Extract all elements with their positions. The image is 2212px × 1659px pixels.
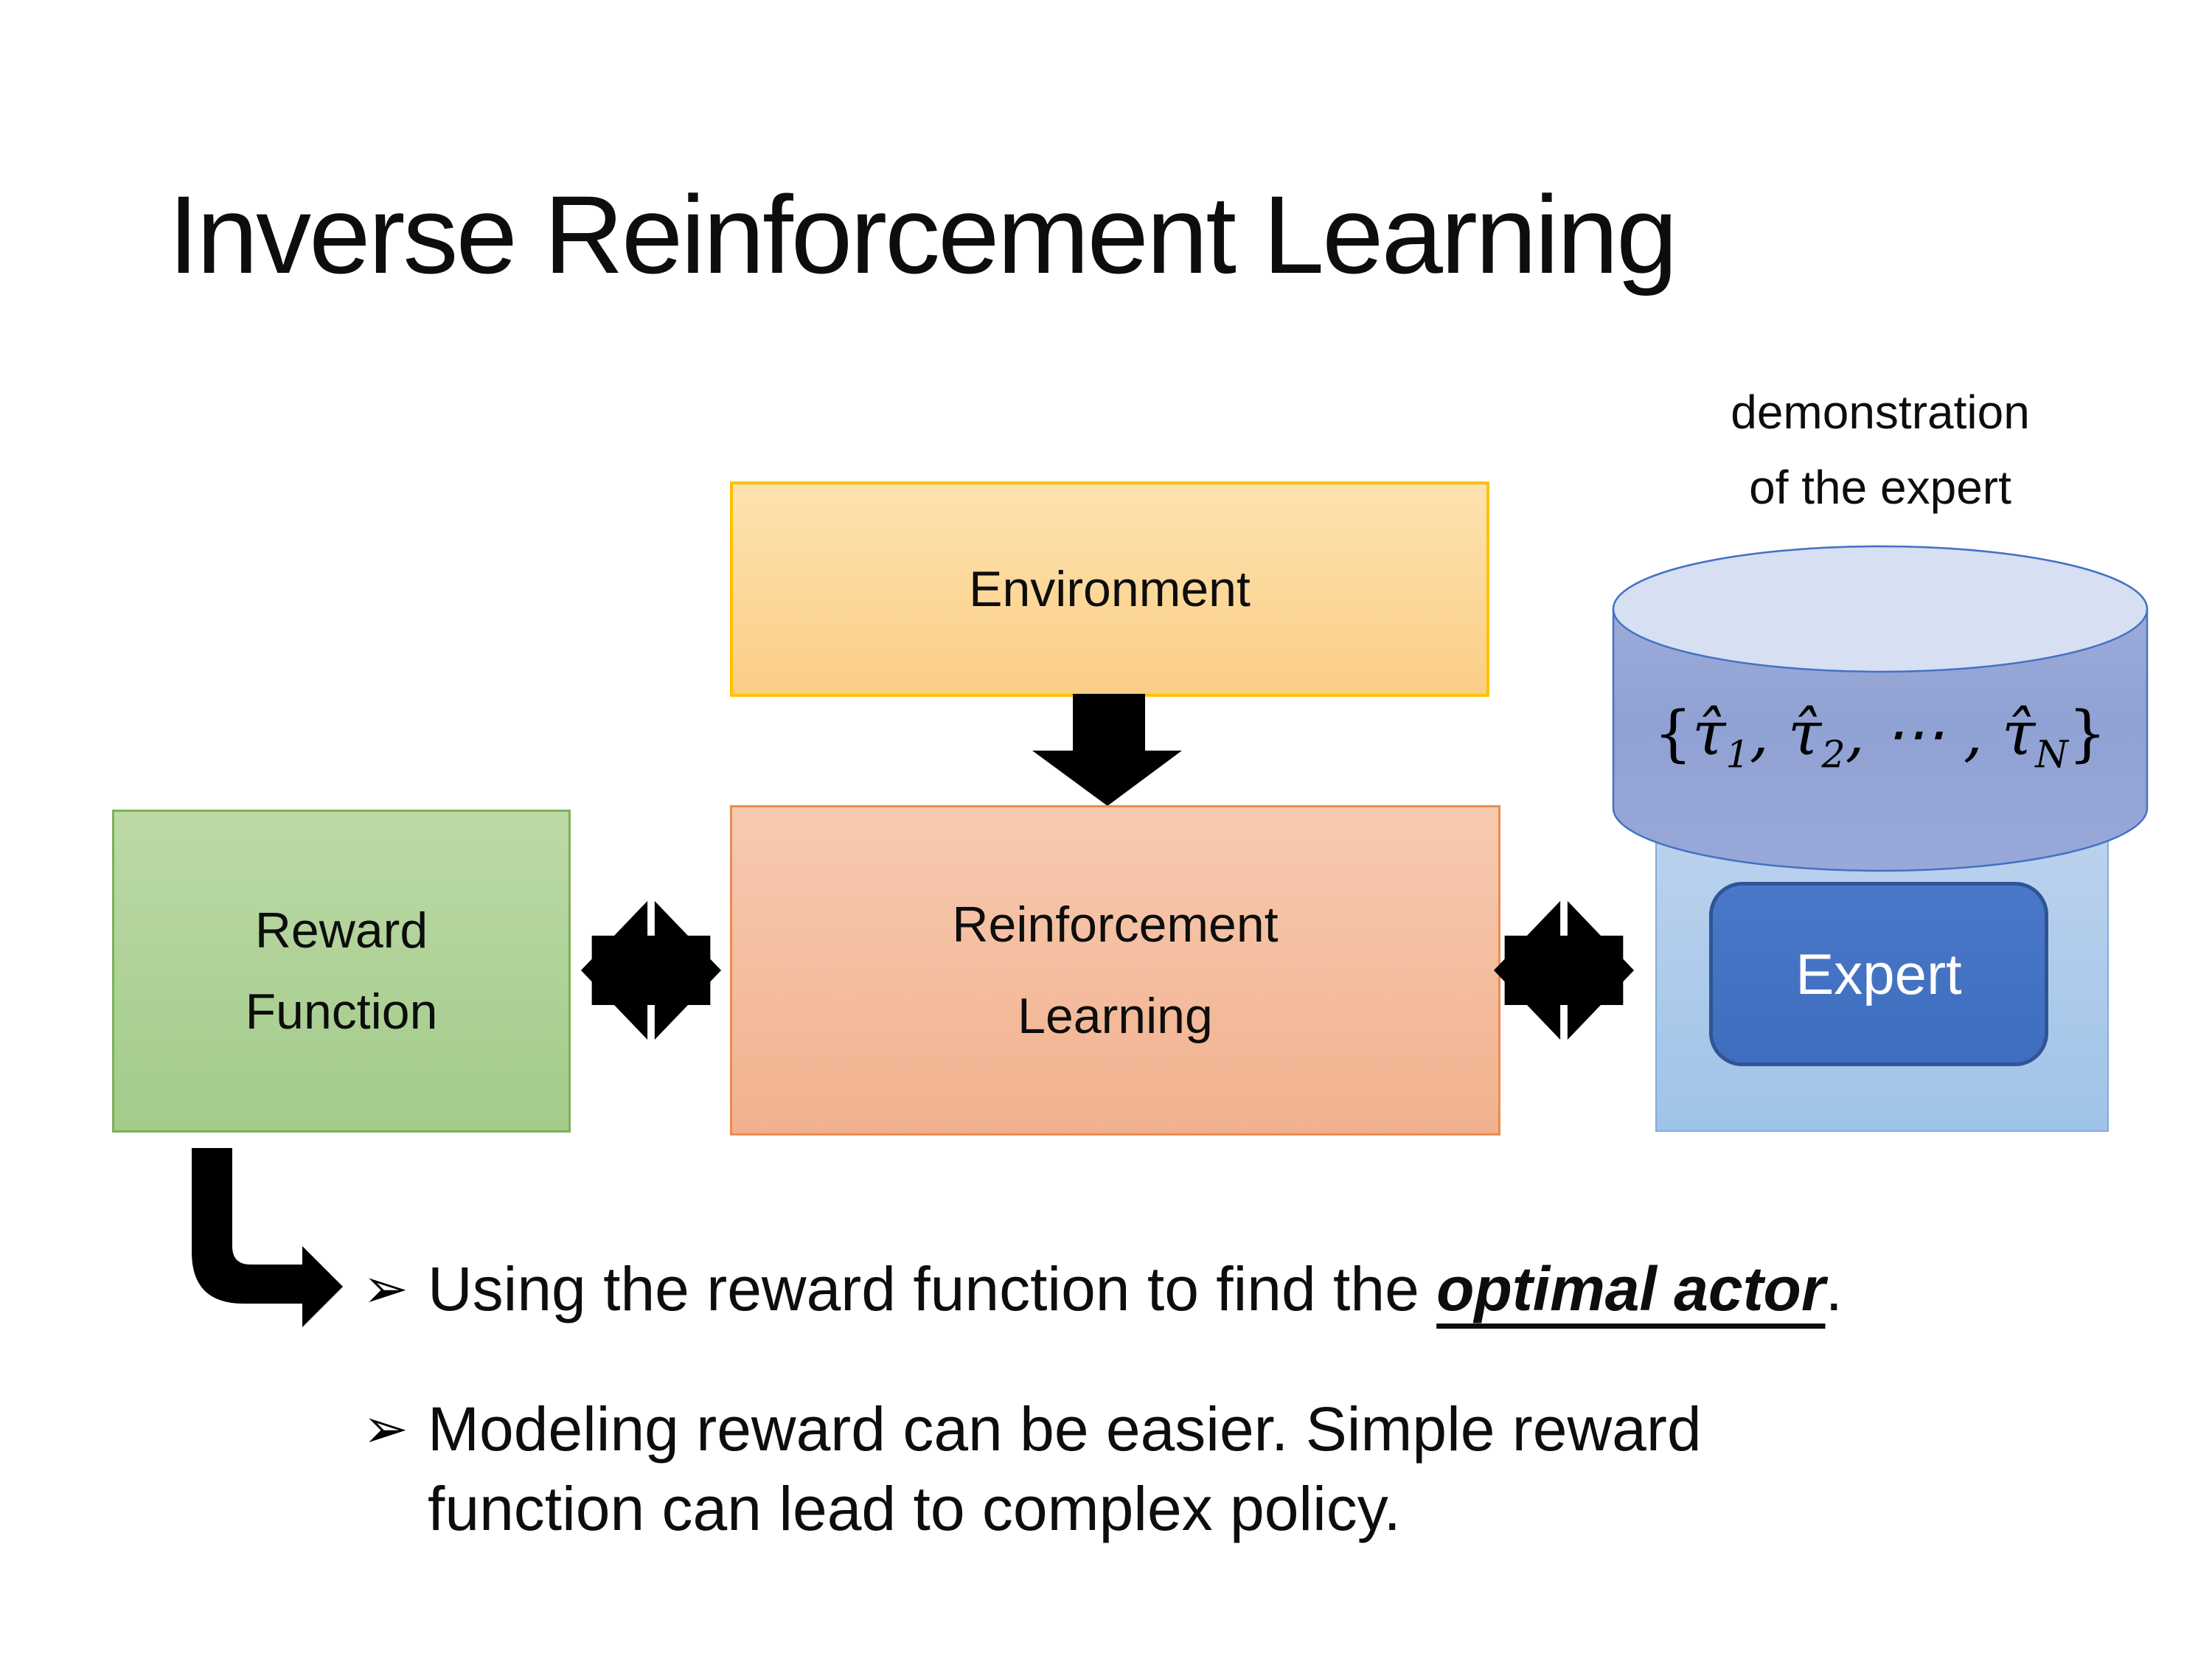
demonstrations-cylinder [1612, 545, 2149, 872]
formula-sub2: 2 [1821, 732, 1846, 776]
formula-tau3: τ̂ [2002, 699, 2036, 769]
expert-label: Expert [1795, 941, 1962, 1006]
reinforcement-learning-label-line1: Reinforcement [952, 897, 1279, 953]
elbow-arrow-icon [192, 1148, 343, 1327]
bullet1-emphasis: optimal actor [1436, 1254, 1826, 1324]
formula-sep1: , [1749, 699, 1788, 769]
bullet2-text: Modeling reward can be easier. Simple re… [428, 1389, 1702, 1548]
environment-box: Environment [730, 481, 1489, 697]
bullet-arrow-icon: ➢ [363, 1257, 409, 1321]
demonstration-label-line1: demonstration [1731, 386, 2030, 439]
bullet-item-2: ➢ Modeling reward can be easier. Simple … [363, 1389, 1702, 1548]
expert-box: Expert [1709, 882, 2048, 1066]
trajectory-formula: {τ̂1, τ̂2, ⋯ , τ̂N} [1615, 699, 2146, 776]
demonstration-label: demonstration of the expert [1600, 375, 2160, 525]
bullet1-pre: Using the reward function to find the [428, 1254, 1437, 1324]
bullet-arrow-icon: ➢ [363, 1397, 409, 1461]
bullet2-line2: function can lead to complex policy. [428, 1474, 1401, 1543]
formula-open-brace: { [1653, 699, 1693, 769]
formula-tau1: τ̂ [1692, 699, 1726, 769]
double-arrow-right-icon [1493, 900, 1635, 1040]
reward-function-label-line2: Function [245, 984, 438, 1040]
reinforcement-learning-label-line2: Learning [1018, 988, 1213, 1044]
bullet2-line1: Modeling reward can be easier. Simple re… [428, 1394, 1702, 1464]
bullet1-post: . [1825, 1254, 1843, 1324]
formula-sub3: N [2035, 732, 2068, 776]
slide-title: Inverse Reinforcement Learning [168, 173, 1677, 296]
reinforcement-learning-box: Reinforcement Learning [730, 805, 1500, 1135]
reward-function-label-line1: Reward [254, 902, 428, 959]
double-arrow-left-icon [580, 900, 722, 1040]
formula-close-brace: } [2067, 699, 2107, 769]
formula-sep2: , ⋯ , [1845, 699, 2003, 769]
environment-label: Environment [969, 561, 1251, 617]
reward-function-box: Reward Function [112, 810, 571, 1133]
formula-tau2: τ̂ [1787, 699, 1822, 769]
demonstration-label-line2: of the expert [1749, 461, 2011, 514]
bullet-item-1: ➢ Using the reward function to find the … [363, 1249, 1843, 1329]
bullet1-text: Using the reward function to find the op… [428, 1249, 1843, 1329]
formula-sub1: 1 [1725, 732, 1750, 776]
down-arrow-icon [1032, 694, 1182, 806]
